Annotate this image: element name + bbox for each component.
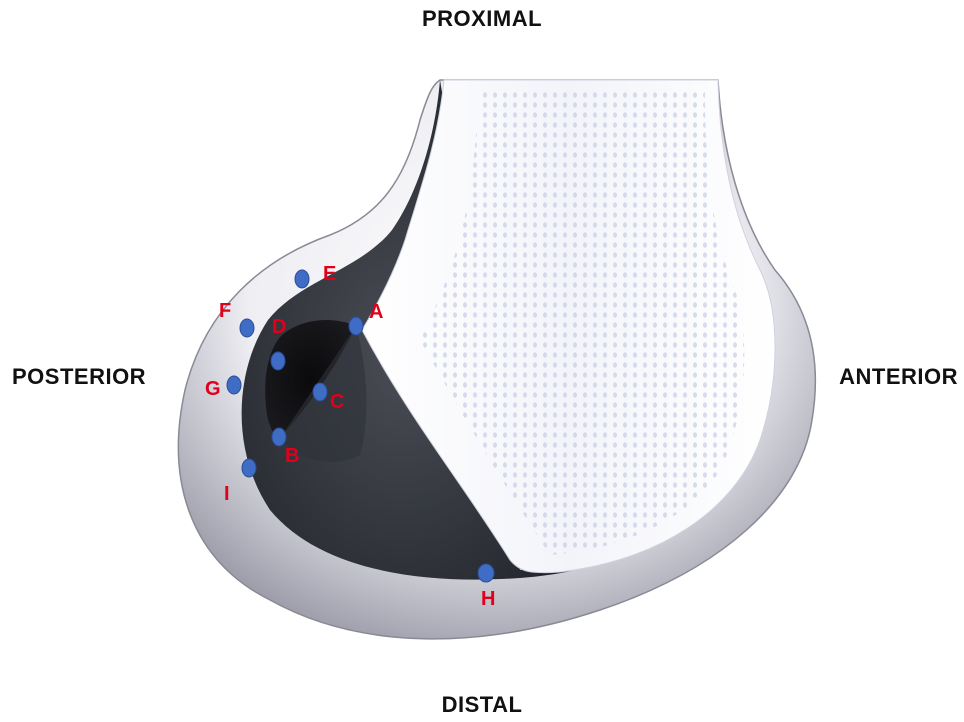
point-b-marker <box>272 428 286 446</box>
point-c-marker <box>313 383 327 401</box>
point-a-marker <box>349 317 363 335</box>
point-e-label: E <box>323 263 336 285</box>
point-d-label: D <box>272 316 286 338</box>
point-h-label: H <box>481 588 495 610</box>
point-b-label: B <box>285 445 299 467</box>
point-d-marker <box>271 352 285 370</box>
point-h-marker <box>478 564 494 582</box>
point-e-marker <box>295 270 309 288</box>
point-g-label: G <box>205 378 221 400</box>
point-a-label: A <box>369 301 383 323</box>
point-f-label: F <box>219 300 231 322</box>
point-g-marker <box>227 376 241 394</box>
point-i-marker <box>242 459 256 477</box>
point-f-marker <box>240 319 254 337</box>
point-i-label: I <box>224 483 230 505</box>
point-c-label: C <box>330 391 344 413</box>
